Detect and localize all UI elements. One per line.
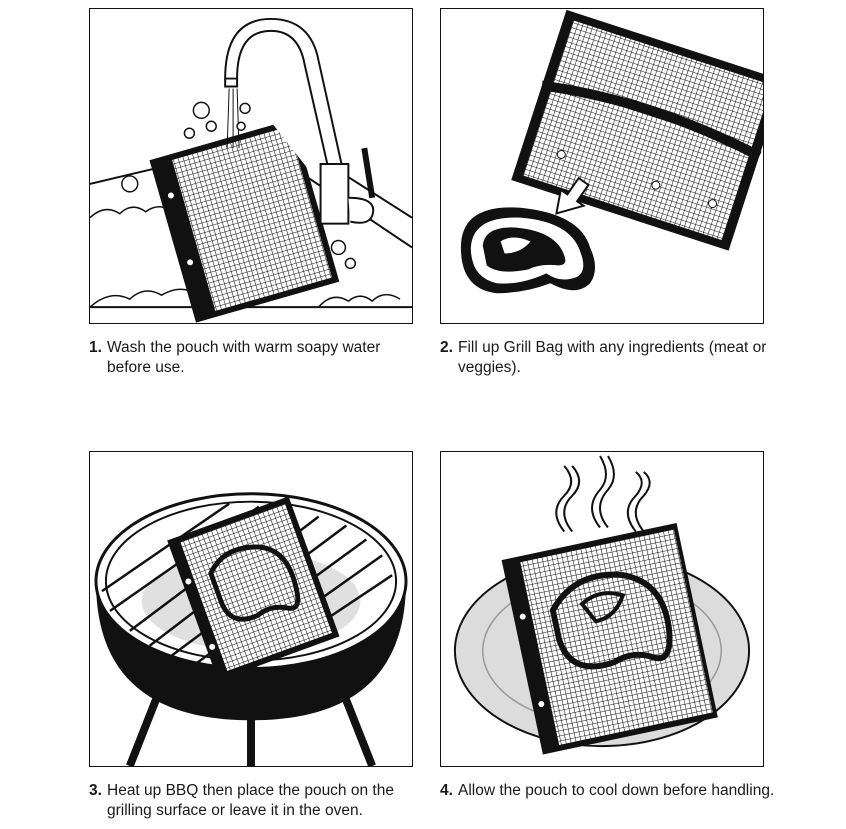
step-2-caption: 2. Fill up Grill Bag with any ingredient… — [440, 338, 780, 378]
step-3-illustration — [89, 451, 413, 767]
faucet-washing-pouch-icon — [90, 17, 412, 323]
step-number: 1. — [89, 339, 102, 356]
step-1-caption: 1. Wash the pouch with warm soapy water … — [89, 338, 419, 378]
step-2-illustration — [440, 8, 764, 324]
step-text: Allow the pouch to cool down before hand… — [458, 782, 775, 799]
steak-into-bag-icon — [460, 9, 763, 294]
bbq-grill-pouch-icon — [94, 492, 408, 766]
step-text: Fill up Grill Bag with any ingredients (… — [458, 339, 767, 376]
step-3-caption: 3. Heat up BBQ then place the pouch on t… — [89, 781, 429, 821]
step-text: Heat up BBQ then place the pouch on the … — [107, 782, 394, 819]
step-text: Wash the pouch with warm soapy water bef… — [107, 339, 381, 376]
step-number: 2. — [440, 339, 453, 356]
step-4-illustration — [440, 451, 764, 767]
steak-icon — [460, 207, 596, 294]
steaming-plate-pouch-icon — [453, 455, 751, 755]
step-number: 3. — [89, 782, 102, 799]
step-number: 4. — [440, 782, 453, 799]
step-1-illustration — [89, 8, 413, 324]
step-4-caption: 4. Allow the pouch to cool down before h… — [440, 781, 780, 801]
